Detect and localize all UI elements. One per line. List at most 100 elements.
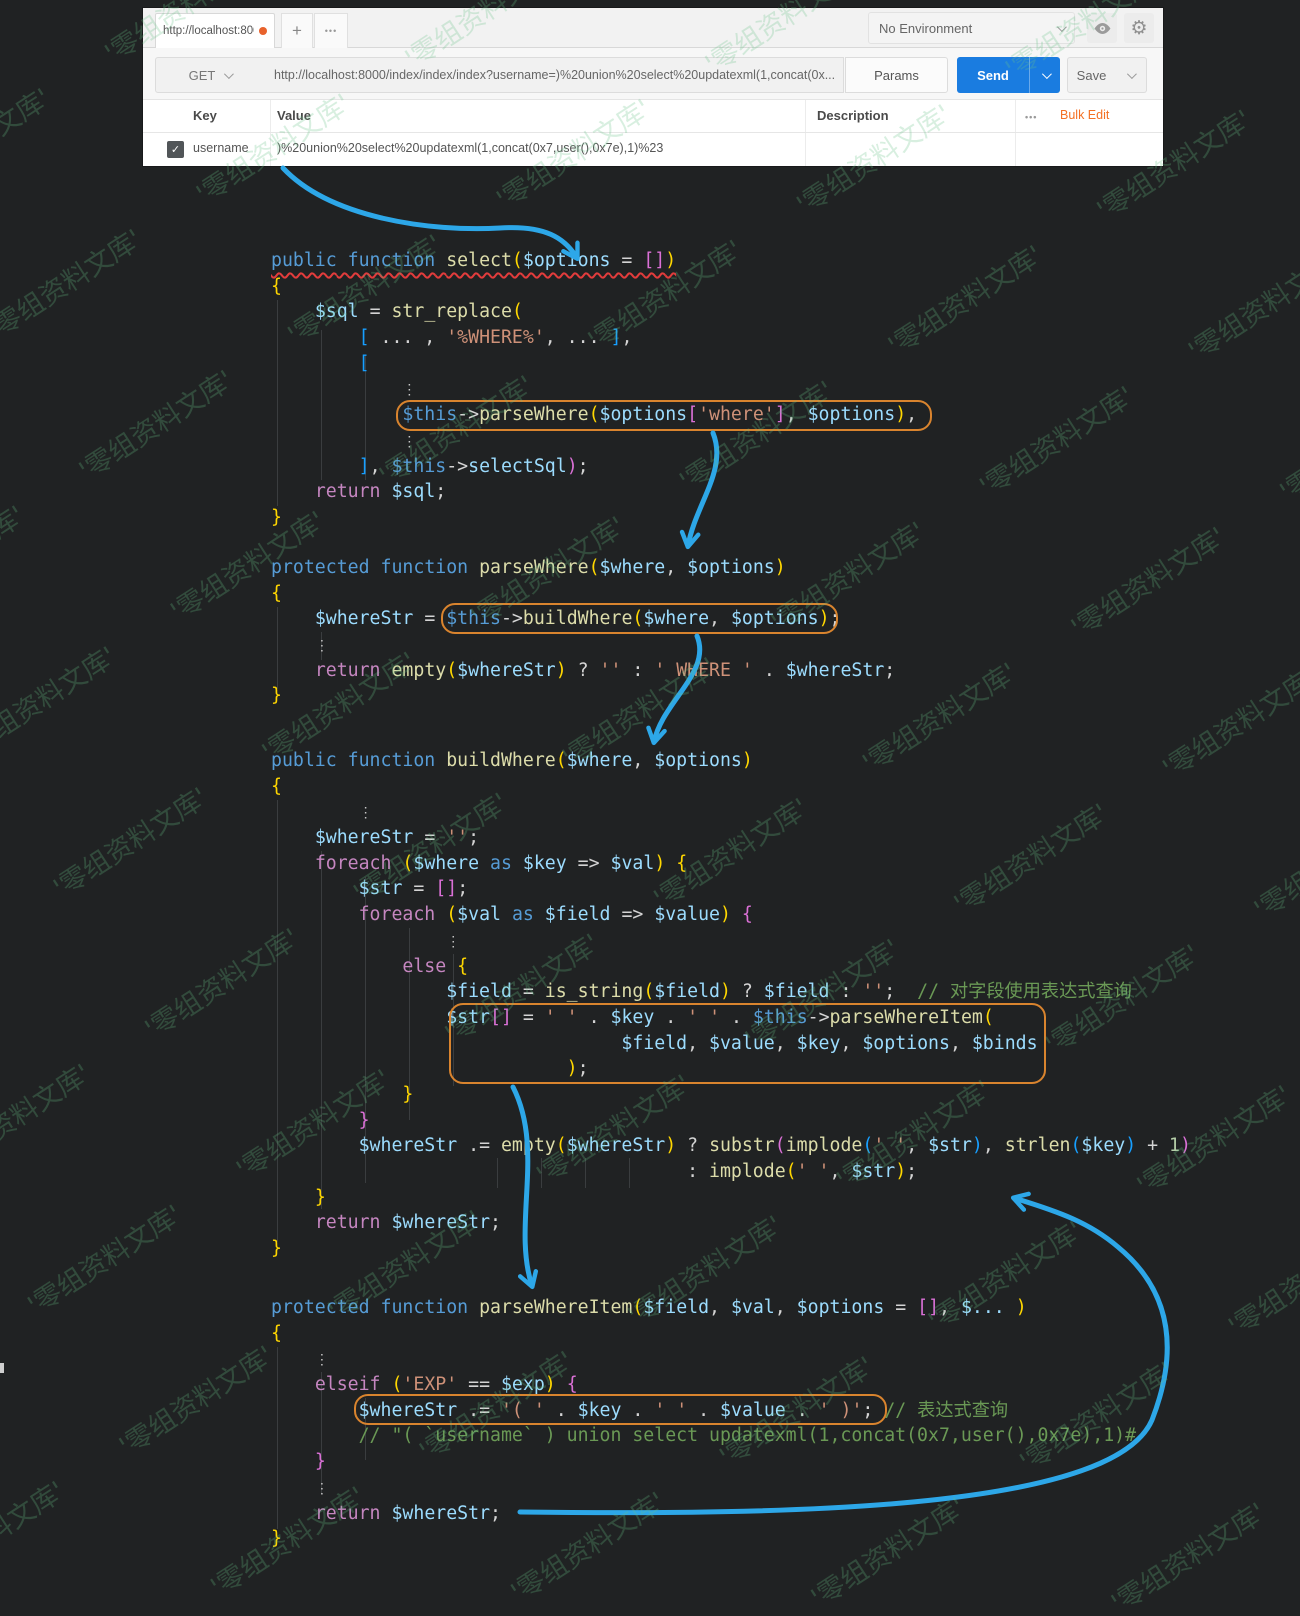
- code-line: [ ... , '%WHERE%', ... ],: [358, 327, 633, 349]
- indent-guide: [277, 800, 278, 1242]
- code-line: }: [271, 1528, 282, 1550]
- code-line: $this->parseWhere($options['where'], $op…: [402, 404, 918, 426]
- header-more-button[interactable]: •••: [1025, 112, 1038, 122]
- chevron-down-icon: [1126, 68, 1137, 79]
- row-checkbox[interactable]: ✓: [167, 141, 184, 158]
- save-button[interactable]: Save: [1067, 57, 1116, 93]
- indent-guide: [497, 1158, 498, 1188]
- watermark-text: '零组资料文库': [1223, 1220, 1300, 1344]
- params-button[interactable]: Params: [845, 57, 948, 93]
- tab-bar: http://localhost:800 + ••• No Environmen…: [143, 8, 1163, 48]
- code-line: }: [271, 1238, 282, 1260]
- code-line: else {: [402, 955, 469, 977]
- code-line: ], $this->selectSql);: [358, 455, 589, 477]
- code-line: ⋮: [358, 805, 373, 822]
- code-block-parsewhere: protected function parseWhere($where, $o…: [271, 555, 895, 709]
- new-tab-button[interactable]: +: [281, 13, 313, 48]
- environment-selector[interactable]: No Environment: [868, 12, 1075, 44]
- postman-window: http://localhost:800 + ••• No Environmen…: [143, 8, 1163, 166]
- indent-guide: [277, 300, 278, 506]
- tab-options-button[interactable]: •••: [314, 13, 348, 48]
- watermark-text: '零组资料文库': [0, 1278, 17, 1515]
- table-row: ✓ username )%20union%20select%20updatexm…: [143, 133, 1163, 166]
- watermark-text: '零组资料文库': [260, 1565, 500, 1616]
- header-key: Key: [193, 108, 217, 123]
- indent-guide: [321, 1372, 322, 1494]
- watermark-text: '零组资料文库': [1278, 1305, 1300, 1542]
- edge-tick: [0, 1363, 4, 1373]
- environment-preview-button[interactable]: [1087, 13, 1117, 43]
- code-line: : implode(' ', $str);: [687, 1161, 918, 1182]
- settings-button[interactable]: ⚙: [1124, 13, 1154, 43]
- watermark-text: '零组资料文库': [0, 1475, 71, 1599]
- watermark-text: '零组资料文库': [0, 82, 57, 206]
- code-line: {: [271, 275, 282, 297]
- indent-guide: [277, 1347, 278, 1529]
- code-line: $whereStr = $this->buildWhere($where, $o…: [314, 608, 841, 630]
- code-line: ⋮: [314, 1480, 329, 1497]
- watermark-text: '零组资料文库': [1172, 0, 1300, 8]
- watermark-text: '零组资料文库': [73, 364, 240, 487]
- watermark-text: '零组资料文库': [0, 223, 148, 347]
- code-line: }: [271, 685, 282, 707]
- watermark-text: '零组资料文库': [1161, 1581, 1300, 1616]
- code-line: $sql = str_replace(: [314, 301, 523, 323]
- eye-icon: [1094, 22, 1110, 34]
- environment-label: No Environment: [879, 20, 973, 36]
- code-line: return $sql;: [314, 481, 447, 503]
- send-button[interactable]: Send: [957, 57, 1029, 93]
- code-line: return $whereStr;: [314, 1212, 501, 1234]
- code-line: protected function parseWhere($where, $o…: [271, 557, 786, 578]
- method-label: GET: [188, 67, 216, 83]
- code-line: ⋮: [314, 638, 329, 655]
- code-line: foreach ($where as $key => $val) {: [314, 852, 688, 874]
- send-dropdown-button[interactable]: [1029, 57, 1060, 93]
- column-divider: [1015, 100, 1016, 166]
- indent-guide: [365, 1398, 366, 1460]
- url-input[interactable]: http://localhost:8000/index/index/index?…: [264, 57, 844, 93]
- code-line: $field = is_string($field) ? $field : ''…: [446, 981, 1132, 1003]
- code-line: ⋮: [402, 433, 417, 450]
- code-line: }: [358, 1109, 370, 1131]
- code-line: ⋮: [446, 933, 461, 950]
- code-line: foreach ($val as $field => $value) {: [358, 904, 753, 926]
- code-line: ⋮: [314, 1352, 329, 1369]
- indent-guide: [365, 877, 366, 1183]
- watermark-text: '零组资料文库': [1249, 803, 1300, 926]
- request-tab[interactable]: http://localhost:800: [155, 13, 275, 48]
- code-line: }: [314, 1186, 326, 1208]
- header-value: Value: [277, 108, 311, 123]
- value-cell[interactable]: )%20union%20select%20updatexml(1,concat(…: [277, 141, 664, 155]
- highlight-box-parsewhere-call: [396, 400, 932, 431]
- watermark-text: '零组资料文库': [0, 917, 5, 1040]
- bulk-edit-link[interactable]: Bulk Edit: [1060, 108, 1110, 122]
- key-cell[interactable]: username: [193, 141, 249, 155]
- request-tab-title: http://localhost:800: [163, 25, 254, 37]
- code-line: return $whereStr;: [314, 1502, 501, 1524]
- indent-guide: [541, 1158, 542, 1188]
- code-line: protected function parseWhereItem($field…: [271, 1297, 1027, 1318]
- highlight-box-buildwhere-call: [441, 603, 838, 634]
- indent-guide: [277, 607, 278, 689]
- indent-guide: [321, 330, 322, 480]
- code-line: );: [566, 1058, 589, 1080]
- code-block-select: public function select($options = []){ $…: [271, 248, 917, 531]
- watermark-text: '零组资料文库': [0, 0, 2, 122]
- chevron-down-icon: [1041, 68, 1052, 79]
- indent-guide: [629, 1158, 630, 1188]
- watermark-text: '零组资料文库': [1183, 245, 1300, 368]
- indent-guide: [585, 1158, 586, 1188]
- indent-guide: [409, 928, 410, 1120]
- code-line: return empty($whereStr) ? '' : ' WHERE '…: [314, 659, 896, 681]
- gear-icon: ⚙: [1130, 16, 1148, 39]
- watermark-text: '零组资料文库': [974, 380, 1140, 503]
- code-line: $whereStr = '';: [314, 827, 480, 849]
- save-dropdown-button[interactable]: [1115, 57, 1147, 93]
- code-line: $str[] = ' ' . $key . ' ' . $this->parse…: [446, 1006, 994, 1028]
- header-description: Description: [817, 108, 889, 123]
- code-line: public function buildWhere($where, $opti…: [271, 750, 753, 771]
- arrow-request-to-select: [280, 165, 580, 261]
- method-dropdown[interactable]: GET: [155, 57, 265, 93]
- request-bar: GET http://localhost:8000/index/index/in…: [143, 48, 1163, 100]
- watermark-text: '零组资料文库': [860, 1576, 1100, 1616]
